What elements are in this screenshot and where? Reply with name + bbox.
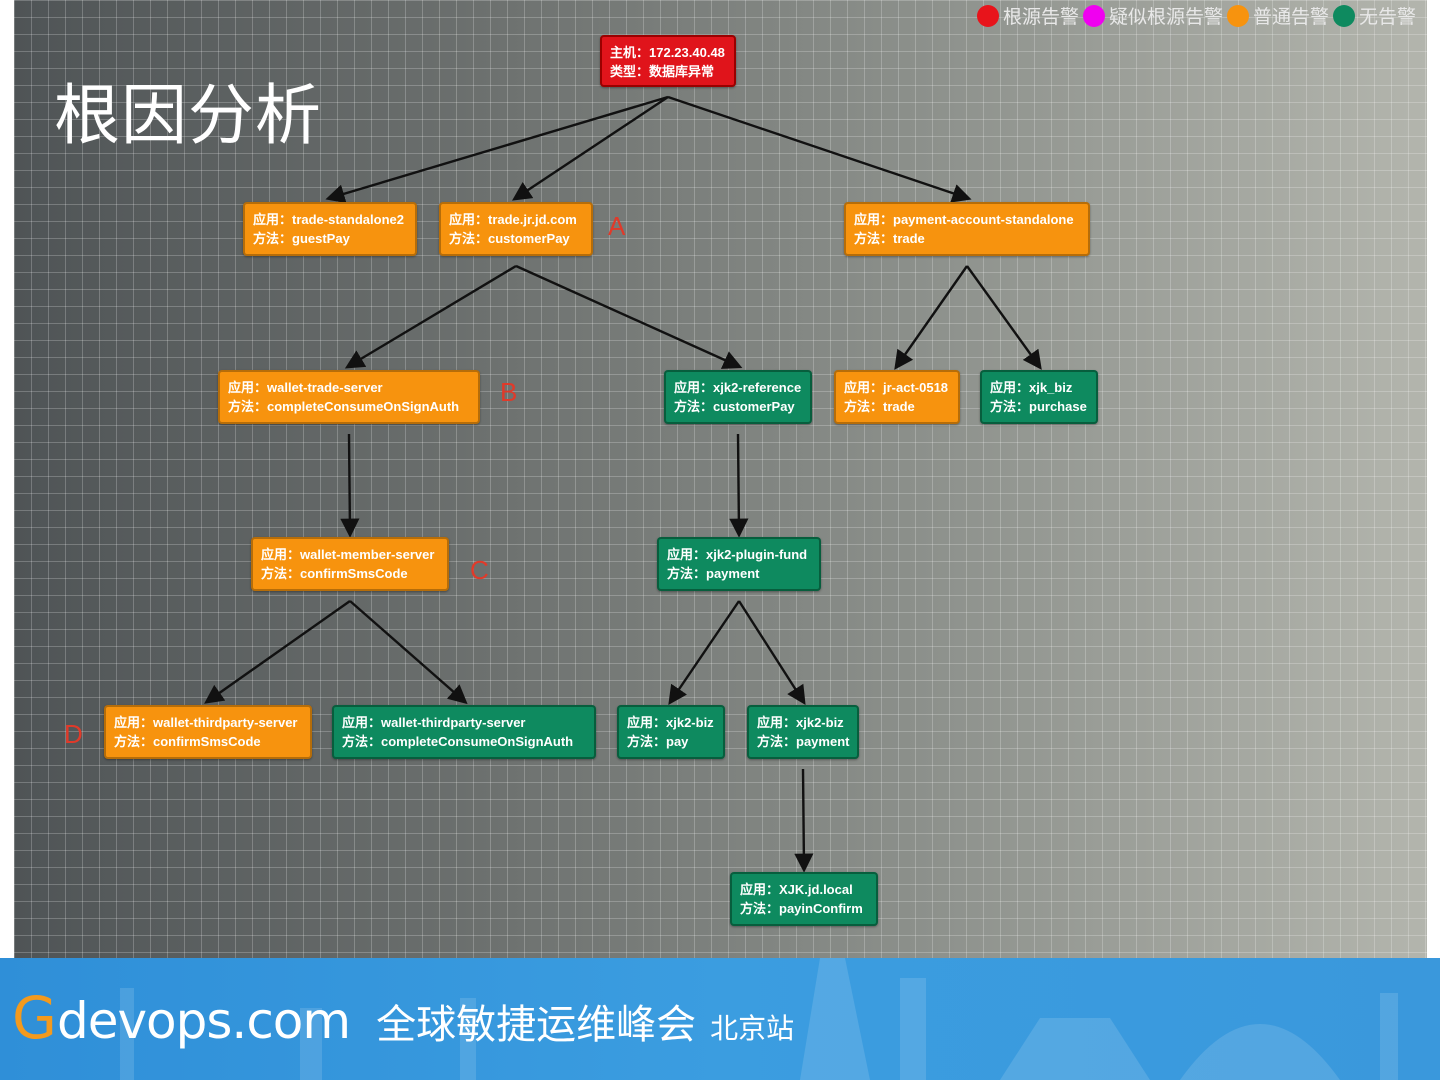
legend-item-normal: 普通告警 (1227, 2, 1329, 29)
legend: 根源告警 疑似根源告警 普通告警 无告警 (977, 2, 1416, 29)
node-line2: 方法：completeConsumeOnSignAuth (342, 732, 586, 751)
node-line1: 主机：172.23.40.48 (610, 43, 726, 62)
legend-label: 无告警 (1359, 2, 1416, 29)
legend-item-suspected: 疑似根源告警 (1083, 2, 1223, 29)
node-line1: 应用：wallet-member-server (261, 545, 439, 564)
marker-d: D (64, 719, 83, 750)
node-n4[interactable]: 应用：wallet-trade-server 方法：completeConsum… (218, 370, 480, 424)
edge-n13-n14 (803, 769, 804, 868)
edge-n3-n6 (897, 266, 967, 366)
node-line1: 应用：wallet-thirdparty-server (114, 713, 302, 732)
node-n6[interactable]: 应用：jr-act-0518 方法：trade (834, 370, 960, 424)
node-line2: 方法：customerPay (449, 229, 583, 248)
footer-banner: G devops.com 全球敏捷运维峰会 北京站 (0, 958, 1440, 1080)
node-n2[interactable]: 应用：trade.jr.jd.com 方法：customerPay (439, 202, 593, 256)
node-n14[interactable]: 应用：XJK.jd.local 方法：payinConfirm (730, 872, 878, 926)
node-n12[interactable]: 应用：xjk2-biz 方法：pay (617, 705, 725, 759)
node-line2: 方法：trade (844, 397, 950, 416)
node-n11[interactable]: 应用：wallet-thirdparty-server 方法：completeC… (332, 705, 596, 759)
node-line1: 应用：trade.jr.jd.com (449, 210, 583, 229)
node-line2: 方法：confirmSmsCode (261, 564, 439, 583)
legend-dot-icon (1333, 5, 1355, 27)
logo-text: devops.com (57, 992, 350, 1050)
node-n7[interactable]: 应用：xjk_biz 方法：purchase (980, 370, 1098, 424)
node-n13[interactable]: 应用：xjk2-biz 方法：payment (747, 705, 859, 759)
edge-n2-n4 (349, 266, 516, 366)
legend-label: 根源告警 (1003, 2, 1079, 29)
node-line1: 应用：xjk2-plugin-fund (667, 545, 811, 564)
node-line1: 应用：xjk2-biz (757, 713, 849, 732)
node-line2: 方法：purchase (990, 397, 1088, 416)
node-line1: 应用：xjk2-reference (674, 378, 802, 397)
edge-n3-n7 (967, 266, 1039, 366)
edge-root-n2 (516, 97, 668, 198)
edge-n9-n13 (739, 601, 803, 701)
edge-n9-n12 (671, 601, 739, 701)
legend-item-root: 根源告警 (977, 2, 1079, 29)
node-line1: 应用：xjk_biz (990, 378, 1088, 397)
node-line2: 方法：payment (667, 564, 811, 583)
node-line1: 应用：trade-standalone2 (253, 210, 407, 229)
node-line2: 方法：trade (854, 229, 1080, 248)
node-n9[interactable]: 应用：xjk2-plugin-fund 方法：payment (657, 537, 821, 591)
edge-n4-n8 (349, 434, 350, 533)
node-line1: 应用：jr-act-0518 (844, 378, 950, 397)
summit-title: 全球敏捷运维峰会 (376, 992, 696, 1050)
logo-g: G (12, 984, 57, 1052)
legend-dot-icon (977, 5, 999, 27)
node-line2: 方法：confirmSmsCode (114, 732, 302, 751)
node-line1: 应用：payment-account-standalone (854, 210, 1080, 229)
node-n10[interactable]: 应用：wallet-thirdparty-server 方法：confirmSm… (104, 705, 312, 759)
edge-n8-n10 (208, 601, 350, 701)
node-line2: 方法：pay (627, 732, 715, 751)
marker-c: C (470, 555, 489, 586)
edge-root-n3 (668, 97, 967, 198)
node-line1: 应用：XJK.jd.local (740, 880, 868, 899)
node-line1: 应用：wallet-thirdparty-server (342, 713, 586, 732)
node-n5[interactable]: 应用：xjk2-reference 方法：customerPay (664, 370, 812, 424)
node-line2: 方法：customerPay (674, 397, 802, 416)
gdevops-logo: G devops.com 全球敏捷运维峰会 北京站 (12, 984, 794, 1052)
edge-n5-n9 (738, 434, 739, 533)
node-line1: 应用：xjk2-biz (627, 713, 715, 732)
node-line1: 应用：wallet-trade-server (228, 378, 470, 397)
marker-a: A (608, 211, 625, 242)
legend-label: 普通告警 (1253, 2, 1329, 29)
node-line2: 方法：payment (757, 732, 849, 751)
node-line2: 方法：completeConsumeOnSignAuth (228, 397, 470, 416)
node-root[interactable]: 主机：172.23.40.48 类型：数据库异常 (600, 35, 736, 87)
legend-dot-icon (1083, 5, 1105, 27)
node-line2: 方法：payinConfirm (740, 899, 868, 918)
legend-dot-icon (1227, 5, 1249, 27)
edge-n2-n5 (516, 266, 738, 366)
edge-n8-n11 (350, 601, 464, 701)
slide-title: 根因分析 (54, 62, 322, 158)
node-n3[interactable]: 应用：payment-account-standalone 方法：trade (844, 202, 1090, 256)
summit-city: 北京站 (710, 1007, 794, 1047)
legend-label: 疑似根源告警 (1109, 2, 1223, 29)
legend-item-none: 无告警 (1333, 2, 1416, 29)
node-line2: 类型：数据库异常 (610, 62, 726, 81)
edge-root-n1 (330, 97, 668, 198)
node-line2: 方法：guestPay (253, 229, 407, 248)
marker-b: B (500, 377, 517, 408)
node-n8[interactable]: 应用：wallet-member-server 方法：confirmSmsCod… (251, 537, 449, 591)
node-n1[interactable]: 应用：trade-standalone2 方法：guestPay (243, 202, 417, 256)
